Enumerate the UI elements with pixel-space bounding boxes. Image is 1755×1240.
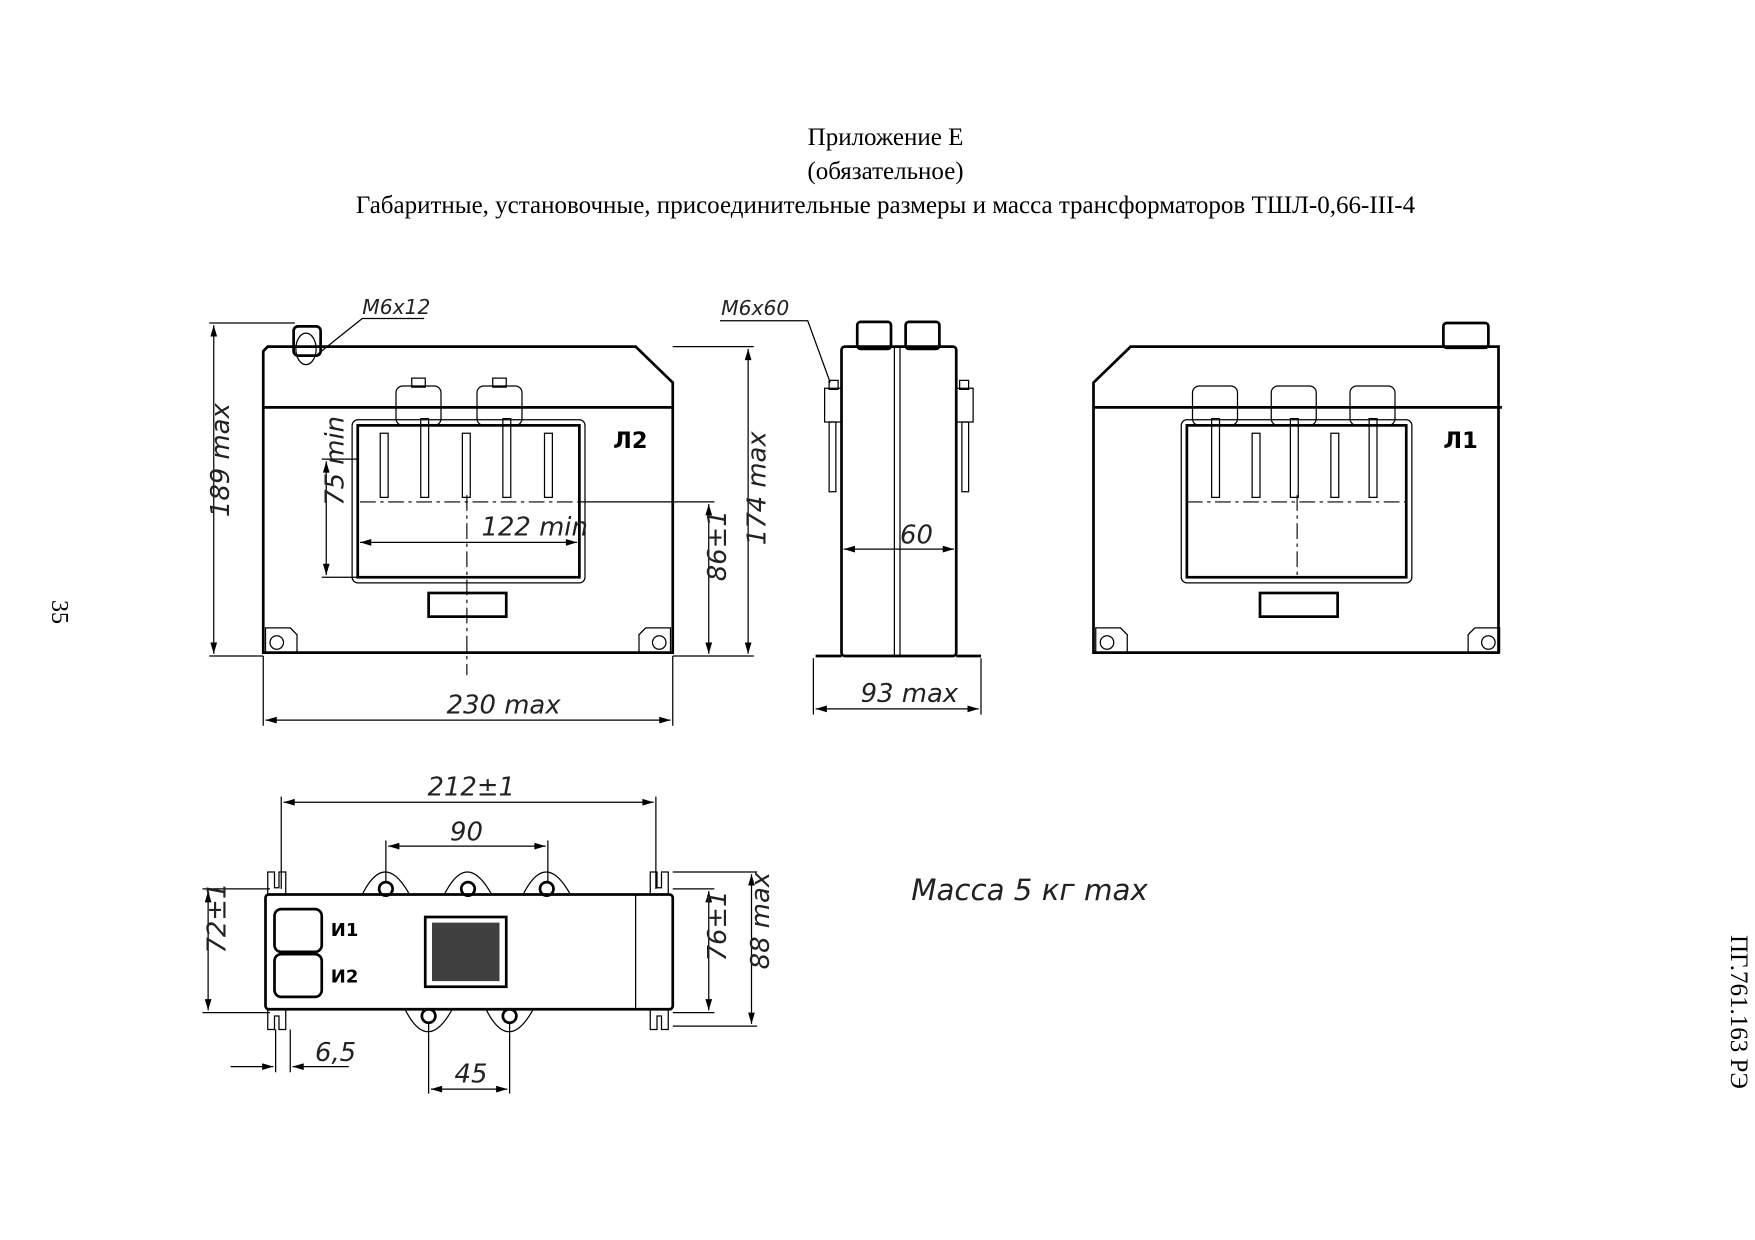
dim-174-max: 174 max <box>743 431 773 546</box>
dim-230-max: 230 max <box>447 690 562 720</box>
rear-view: Л1 <box>1092 321 1502 654</box>
dim-75-min: 75 min <box>321 416 351 506</box>
dim-88-max: 88 max <box>746 871 776 969</box>
dim-122-min: 122 min <box>482 513 588 543</box>
appendix-status: (обязательное) <box>807 158 964 185</box>
appendix-title: Габаритные, установочные, присоединитель… <box>355 192 1416 219</box>
terminal-label-l2: Л2 <box>613 428 647 454</box>
side-view: М6х60 60 93 max <box>720 296 982 715</box>
dim-45: 45 <box>455 1059 488 1089</box>
dim-72: 72±1 <box>203 883 233 954</box>
terminal-label-i2: И2 <box>331 966 359 987</box>
dim-76: 76±1 <box>703 890 733 961</box>
dim-212: 212±1 <box>428 773 515 803</box>
terminal-label-l1: Л1 <box>1443 428 1477 454</box>
dim-90: 90 <box>450 818 483 848</box>
dim-6-5: 6,5 <box>315 1038 356 1068</box>
terminal-label-i1: И1 <box>331 920 359 941</box>
mass-note: Масса 5 кг max <box>911 873 1148 907</box>
bottom-view: И1 И2 212±1 90 45 6,5 72±1 76±1 88 max <box>202 773 776 1094</box>
dim-86: 86±1 <box>703 510 733 581</box>
appendix-heading: Приложение Е <box>807 124 964 151</box>
dim-93-max: 93 max <box>861 679 959 709</box>
thread-label-m6x60: М6х60 <box>721 296 789 320</box>
dim-60: 60 <box>900 521 933 551</box>
dim-189-max: 189 max <box>206 403 236 518</box>
front-view: Л2 М6х12 189 max 174 max 86±1 75 min 122… <box>206 295 773 726</box>
thread-label-m6x12: М6х12 <box>362 295 430 319</box>
